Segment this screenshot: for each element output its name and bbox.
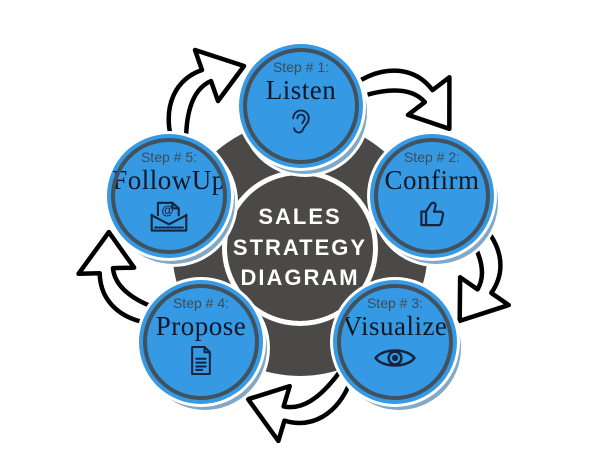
step-name: Visualize <box>342 310 448 341</box>
step-circle-propose: Step # 4: Propose <box>139 280 263 404</box>
arrow-confirm-to-visualize <box>403 197 557 351</box>
svg-text:@: @ <box>162 203 174 217</box>
step-circle-visualize: Step # 3: Visualize <box>333 280 457 404</box>
step-circle-confirm: Step # 2: Confirm <box>370 134 494 258</box>
arrow-visualize-to-propose <box>222 327 376 450</box>
diagram-title-line: STRATEGY <box>232 234 368 260</box>
step-number-label: Step # 1: <box>272 59 330 75</box>
step-number-label: Step # 5: <box>140 149 198 165</box>
step-name: FollowUp <box>112 164 226 195</box>
thumbs-up-icon <box>417 198 448 229</box>
step-name: Propose <box>155 310 247 341</box>
step-circle-listen: Step # 1: Listen <box>239 44 363 168</box>
diagram-title-line: DIAGRAM <box>240 265 360 291</box>
step-number-label: Step # 4: <box>172 295 230 311</box>
eye-icon <box>373 344 417 372</box>
step-number-label: Step # 2: <box>403 149 461 165</box>
diagram-title-line: SALES <box>258 204 342 230</box>
document-icon <box>188 344 214 377</box>
center-title-ring: SALES STRATEGY DIAGRAM <box>222 170 378 326</box>
step-circle-followup: Step # 5: FollowUp @ <box>107 134 231 258</box>
step-name: Listen <box>265 74 337 105</box>
ear-icon <box>288 108 314 139</box>
email-icon: @ <box>148 198 190 234</box>
step-number-label: Step # 3: <box>366 295 424 311</box>
step-name: Confirm <box>384 164 480 195</box>
arrow-followup-to-listen <box>145 37 255 147</box>
arrow-propose-to-followup <box>51 213 190 352</box>
arrow-listen-to-confirm <box>342 26 481 165</box>
